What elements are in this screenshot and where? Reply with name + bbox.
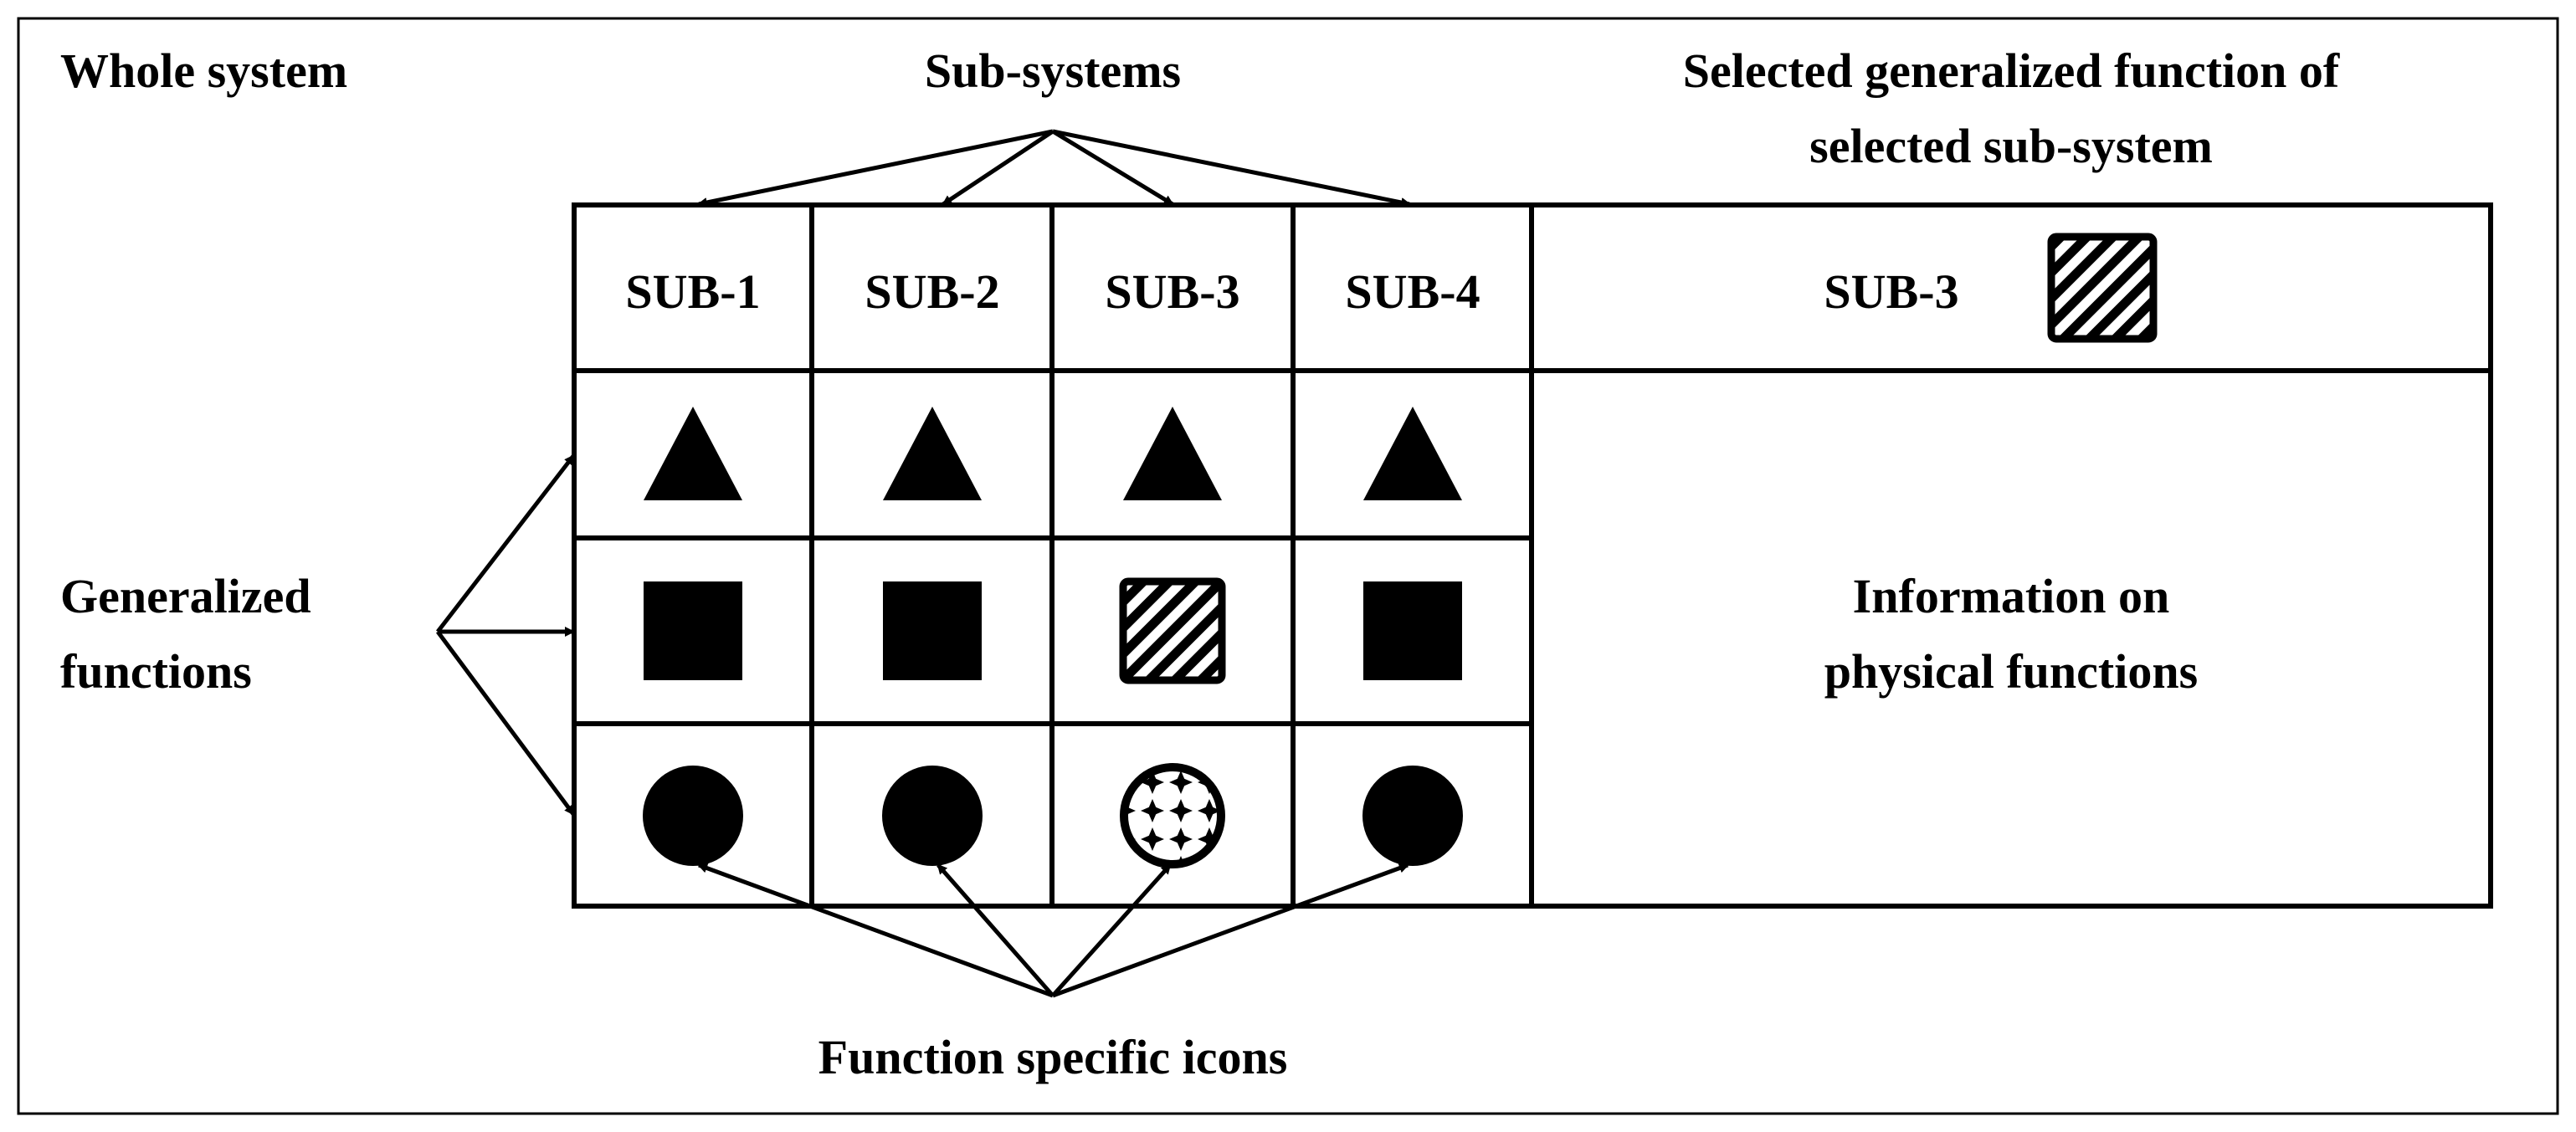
triangle-icon[interactable] <box>1363 407 1462 500</box>
subsystem-table <box>572 202 2493 909</box>
square-icon[interactable] <box>644 581 742 680</box>
sub-header-4[interactable]: SUB-4 <box>1345 264 1480 319</box>
generalized-functions-arrows <box>435 454 576 816</box>
hatched-square-icon[interactable] <box>1119 577 1226 684</box>
square-icon[interactable] <box>1363 581 1462 680</box>
sub-header-3[interactable]: SUB-3 <box>1105 264 1239 319</box>
generalized-functions-label-line2: functions <box>60 644 252 699</box>
info-label-line2: physical functions <box>1824 644 2198 699</box>
selected-sub-label: SUB-3 <box>1824 264 1958 319</box>
triangle-icon[interactable] <box>1123 407 1222 500</box>
square-icon[interactable] <box>883 581 982 680</box>
triangle-icon[interactable] <box>883 407 982 500</box>
sub-header-1[interactable]: SUB-1 <box>625 264 760 319</box>
sub-systems-arrows <box>697 129 1411 207</box>
info-label-line1: Information on <box>1853 569 2170 623</box>
hatched-square-icon <box>2047 233 2158 343</box>
selected-function-label-line2: selected sub-system <box>1809 119 2213 173</box>
triangle-icon[interactable] <box>644 407 742 500</box>
sub-systems-label: Sub-systems <box>925 44 1181 98</box>
selected-function-label-line1: Selected generalized function of <box>1683 44 2340 98</box>
circle-icon[interactable] <box>882 766 983 866</box>
function-icons-arrows <box>697 863 1409 998</box>
patterned-circle-icon[interactable] <box>1120 763 1225 868</box>
whole-system-label: Whole system <box>60 44 347 98</box>
circle-icon[interactable] <box>643 766 743 866</box>
function-specific-icons-label: Function specific icons <box>818 1030 1288 1084</box>
outer-frame <box>17 17 2559 1115</box>
sub-header-2[interactable]: SUB-2 <box>865 264 999 319</box>
generalized-functions-label-line1: Generalized <box>60 569 311 623</box>
circle-icon[interactable] <box>1362 766 1463 866</box>
